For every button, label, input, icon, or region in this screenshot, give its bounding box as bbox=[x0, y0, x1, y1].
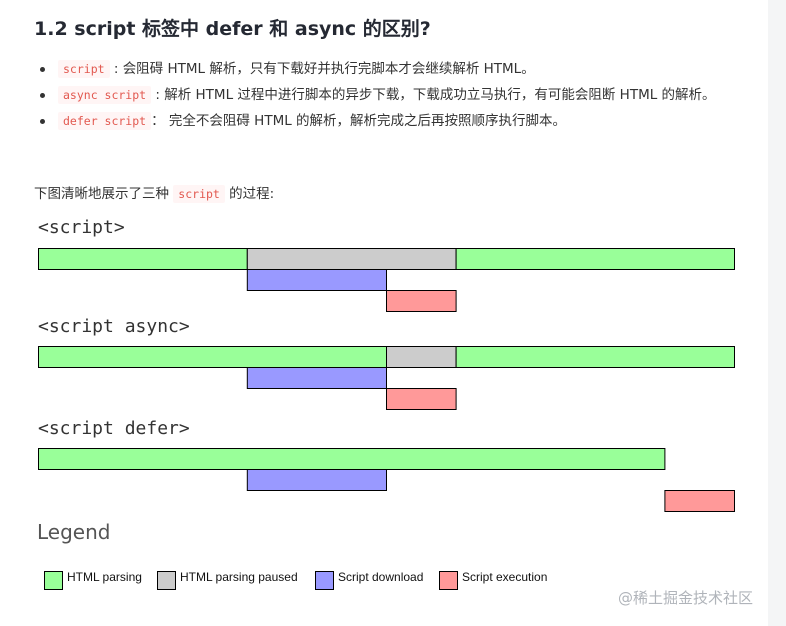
list-item-text: 解析 HTML 过程中进行脚本的异步下载，下载成功立马执行，有可能会阻断 HTM… bbox=[164, 87, 716, 103]
timeline-bar-download bbox=[246, 269, 387, 291]
legend-swatch-paused bbox=[157, 571, 176, 590]
bullet-dot-icon bbox=[40, 119, 45, 124]
timeline-bar-execution bbox=[386, 290, 457, 312]
inline-code: defer script bbox=[58, 112, 152, 130]
list-item: script : 会阻碍 HTML 解析，只有下载好并执行完脚本才会继续解析 H… bbox=[38, 58, 738, 81]
separator: : bbox=[109, 61, 123, 77]
timeline-bar-download bbox=[246, 367, 387, 389]
stage-label: <script async> bbox=[38, 316, 190, 337]
timeline-bar-parsing bbox=[455, 346, 735, 368]
timeline-bar-execution bbox=[664, 490, 736, 512]
timeline-bar-parsing bbox=[38, 448, 666, 470]
legend-swatch-download bbox=[315, 571, 334, 590]
intro-text-after: 的过程: bbox=[224, 186, 275, 202]
legend-label: Script execution bbox=[462, 570, 547, 584]
list-item-text: 完全不会阻碍 HTML 的解析，解析完成之后再按照顺序执行脚本。 bbox=[168, 113, 567, 129]
list-item: defer script： 完全不会阻碍 HTML 的解析，解析完成之后再按照顺… bbox=[38, 110, 738, 133]
watermark: @稀土掘金技术社区 bbox=[618, 589, 754, 607]
timeline-bar-parsing bbox=[38, 346, 387, 368]
separator: ： bbox=[151, 113, 169, 129]
list-item-text: 会阻碍 HTML 解析，只有下载好并执行完脚本才会继续解析 HTML。 bbox=[122, 61, 535, 77]
legend-label: HTML parsing paused bbox=[180, 570, 298, 584]
legend-swatch-execution bbox=[439, 571, 458, 590]
timeline-bar-paused bbox=[246, 248, 457, 270]
timeline-bar-execution bbox=[386, 388, 457, 410]
inline-code: script bbox=[58, 60, 110, 78]
legend-swatch-parsing bbox=[44, 571, 63, 590]
timeline-bar-parsing bbox=[38, 248, 248, 270]
timeline-bar-paused bbox=[386, 346, 457, 368]
bullet-dot-icon bbox=[40, 93, 45, 98]
legend-title: Legend bbox=[37, 520, 110, 544]
inline-code: async script bbox=[58, 86, 152, 104]
timeline-bar-parsing bbox=[455, 248, 735, 270]
stage-label: <script defer> bbox=[38, 418, 190, 439]
timeline-bar-download bbox=[246, 469, 387, 491]
section-heading: 1.2 script 标签中 defer 和 async 的区别? bbox=[34, 18, 431, 40]
bullet-dot-icon bbox=[40, 67, 45, 72]
legend-label: HTML parsing bbox=[67, 570, 142, 584]
difference-list: script : 会阻碍 HTML 解析，只有下载好并执行完脚本才会继续解析 H… bbox=[38, 58, 738, 136]
page-scroll-rail[interactable] bbox=[768, 0, 786, 626]
list-item: async script : 解析 HTML 过程中进行脚本的异步下载，下载成功… bbox=[38, 84, 738, 107]
intro-text-before: 下图清晰地展示了三种 bbox=[34, 186, 174, 202]
inline-code: script bbox=[173, 185, 225, 203]
diagram-intro: 下图清晰地展示了三种 script 的过程: bbox=[34, 183, 274, 206]
stage-label: <script> bbox=[38, 217, 125, 238]
legend-label: Script download bbox=[338, 570, 423, 584]
separator: : bbox=[151, 87, 165, 103]
